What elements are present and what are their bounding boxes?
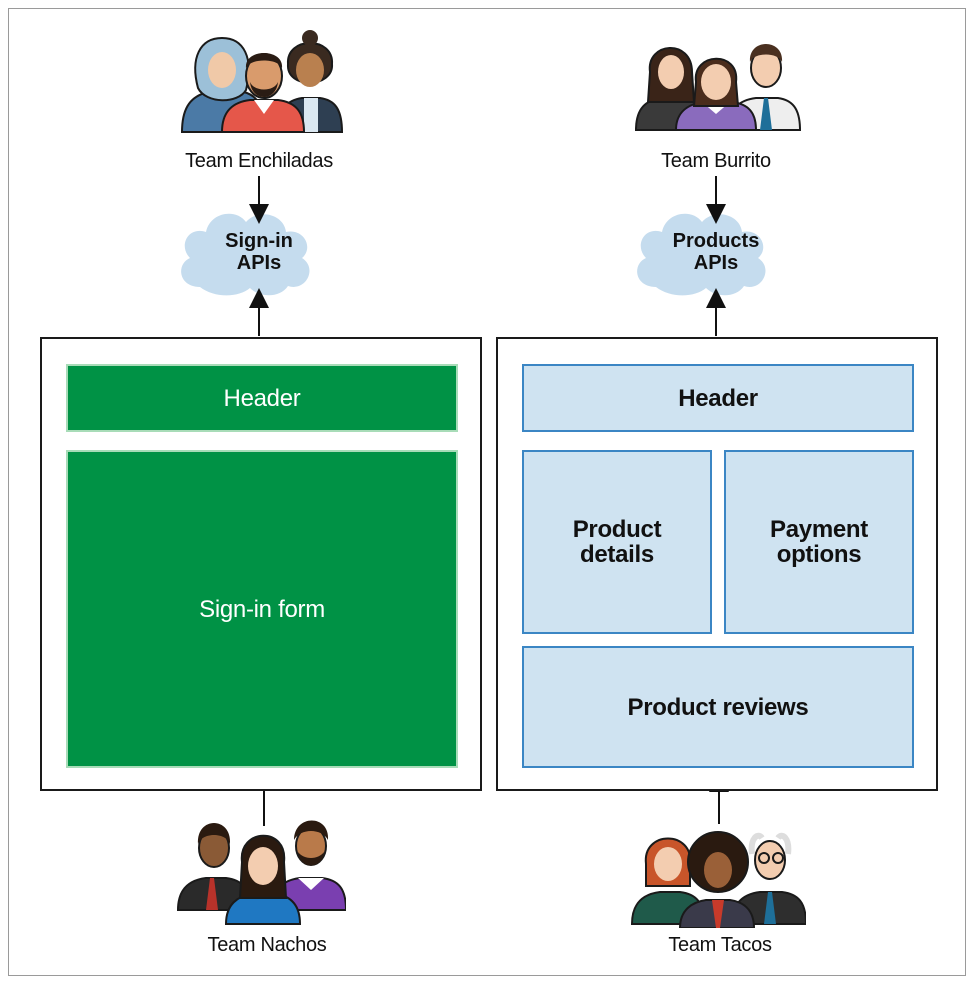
- people-group-icon: [634, 44, 802, 131]
- team-label-burrito: Team Burrito: [661, 150, 771, 172]
- signin-header-block: Header: [66, 364, 458, 432]
- people-group-icon: [630, 831, 806, 928]
- cloud-icon: [181, 213, 310, 296]
- team-label-tacos: Team Tacos: [668, 934, 772, 956]
- diagram-frame: [8, 8, 966, 976]
- product-header-block: Header: [522, 364, 914, 432]
- signin-form-block: Sign-in form: [66, 450, 458, 768]
- cloud-icon: [637, 213, 766, 296]
- team-label-nachos: Team Nachos: [207, 934, 327, 956]
- people-group-icon: [176, 820, 346, 925]
- product-reviews-block: Product reviews: [522, 646, 914, 768]
- team-label-enchiladas: Team Enchiladas: [185, 150, 333, 172]
- people-group-icon: [180, 30, 344, 133]
- signin-page-frame: Header Sign-in form: [40, 337, 482, 791]
